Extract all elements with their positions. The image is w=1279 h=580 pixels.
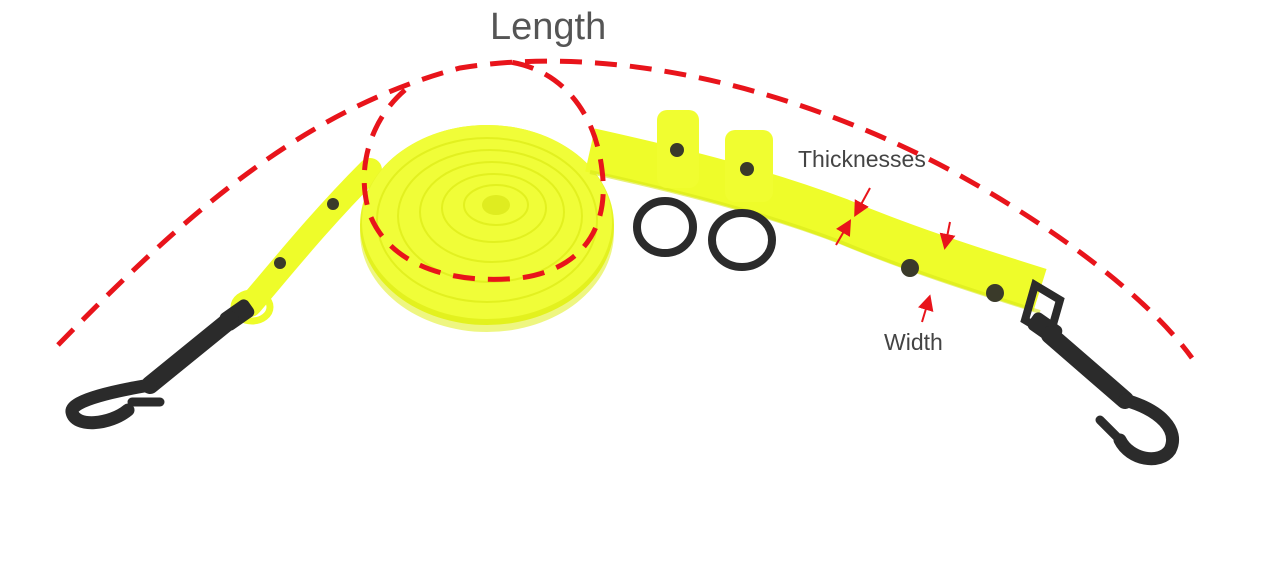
rivet-icon bbox=[274, 257, 286, 269]
width-arrow-icon bbox=[918, 294, 934, 323]
thickness-arrow-icon bbox=[835, 219, 852, 246]
d-ring-icon bbox=[708, 209, 776, 271]
rivet-icon bbox=[986, 284, 1004, 302]
d-ring-icon bbox=[633, 197, 697, 257]
keeper-loop-left bbox=[657, 110, 699, 188]
left-strap bbox=[238, 158, 382, 317]
rivet-icon bbox=[740, 162, 754, 176]
width-label: Width bbox=[884, 329, 943, 355]
length-label: Length bbox=[490, 6, 607, 48]
rivet-icon bbox=[670, 143, 684, 157]
left-snap-hook-icon bbox=[65, 299, 255, 430]
right-snap-hook-icon bbox=[1020, 278, 1180, 466]
thickness-arrow-icon bbox=[854, 187, 871, 218]
keeper-loop-right bbox=[725, 130, 773, 202]
coiled-leash bbox=[360, 125, 614, 332]
length-measure-line bbox=[56, 58, 1195, 360]
thickness-label: Thicknesses bbox=[798, 146, 926, 172]
rivet-icon bbox=[327, 198, 339, 210]
thickness-arrow-icon bbox=[939, 221, 956, 250]
rivet-icon bbox=[901, 259, 919, 277]
